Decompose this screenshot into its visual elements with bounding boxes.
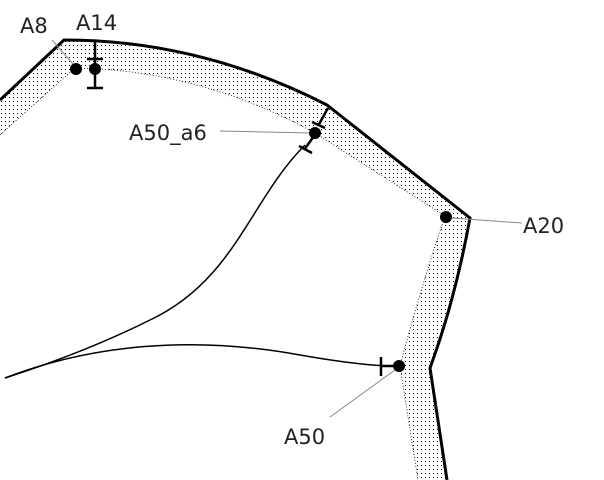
point-a14	[89, 63, 101, 75]
leader-lines	[51, 39, 523, 418]
label-a50-a6: A50_a6	[129, 121, 207, 146]
seam-line	[0, 67, 446, 480]
seam-allowance-area	[0, 40, 470, 480]
point-a8	[70, 63, 82, 75]
label-a14: A14	[76, 11, 117, 35]
label-a8: A8	[20, 14, 48, 38]
label-a20: A20	[523, 214, 564, 238]
point-a50-a6	[309, 127, 321, 139]
armhole-curve-lower	[4, 343, 396, 379]
point-markers	[70, 63, 452, 372]
point-a50	[393, 360, 405, 372]
cutting-outline	[0, 38, 472, 480]
armhole-curve-upper	[4, 144, 306, 379]
label-a50: A50	[284, 425, 325, 449]
point-a20	[440, 211, 452, 223]
